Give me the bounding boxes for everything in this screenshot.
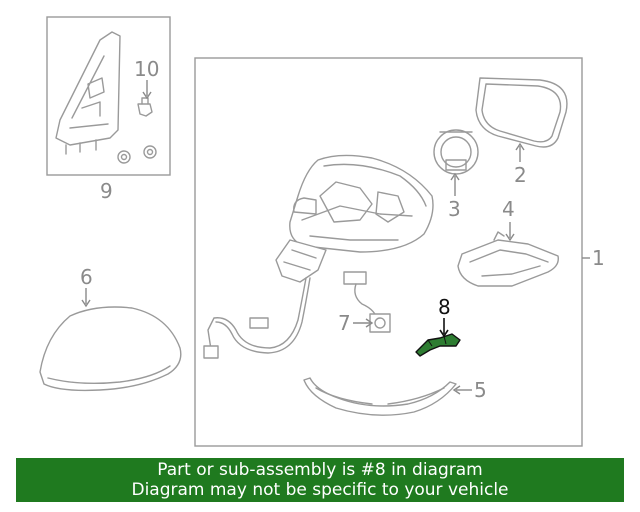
part-9-mirror-base[interactable] bbox=[55, 31, 121, 155]
part-2-mirror-glass[interactable] bbox=[475, 77, 568, 148]
assembly-box-part-1 bbox=[194, 57, 583, 447]
callout-6: 6 bbox=[80, 265, 93, 289]
callout-7: 7 bbox=[338, 311, 351, 335]
banner-line-1: Part or sub-assembly is #8 in diagram bbox=[157, 460, 483, 480]
callout-4: 4 bbox=[502, 197, 515, 221]
parts-diagram: 10 9 2 3 4 1 6 7 5 8 bbox=[39, 16, 605, 447]
callout-8-highlighted: 8 bbox=[438, 295, 451, 319]
mirror-housing-assembly[interactable] bbox=[275, 154, 434, 283]
leader-lines bbox=[81, 80, 590, 395]
callout-2: 2 bbox=[514, 163, 527, 187]
inset-fasteners bbox=[117, 145, 157, 164]
part-3-actuator-motor[interactable] bbox=[433, 129, 479, 175]
callout-9: 9 bbox=[100, 179, 113, 203]
banner-line-2: Diagram may not be specific to your vehi… bbox=[131, 480, 509, 500]
callout-10: 10 bbox=[134, 57, 159, 81]
callout-5: 5 bbox=[474, 378, 487, 402]
info-banner: Part or sub-assembly is #8 in diagram Di… bbox=[16, 458, 624, 502]
part-6-mirror-cover[interactable] bbox=[39, 306, 182, 392]
part-7-connector[interactable] bbox=[343, 271, 391, 333]
callout-1: 1 bbox=[592, 246, 605, 270]
part-8-bracket-highlighted[interactable] bbox=[415, 333, 461, 357]
part-4-turn-signal[interactable] bbox=[457, 231, 559, 287]
wire-harness bbox=[203, 277, 311, 359]
inset-box-part-9 bbox=[46, 16, 171, 176]
callout-3: 3 bbox=[448, 197, 461, 221]
part-10-screw[interactable] bbox=[137, 97, 153, 117]
part-5-lamp-lens[interactable] bbox=[303, 377, 457, 416]
